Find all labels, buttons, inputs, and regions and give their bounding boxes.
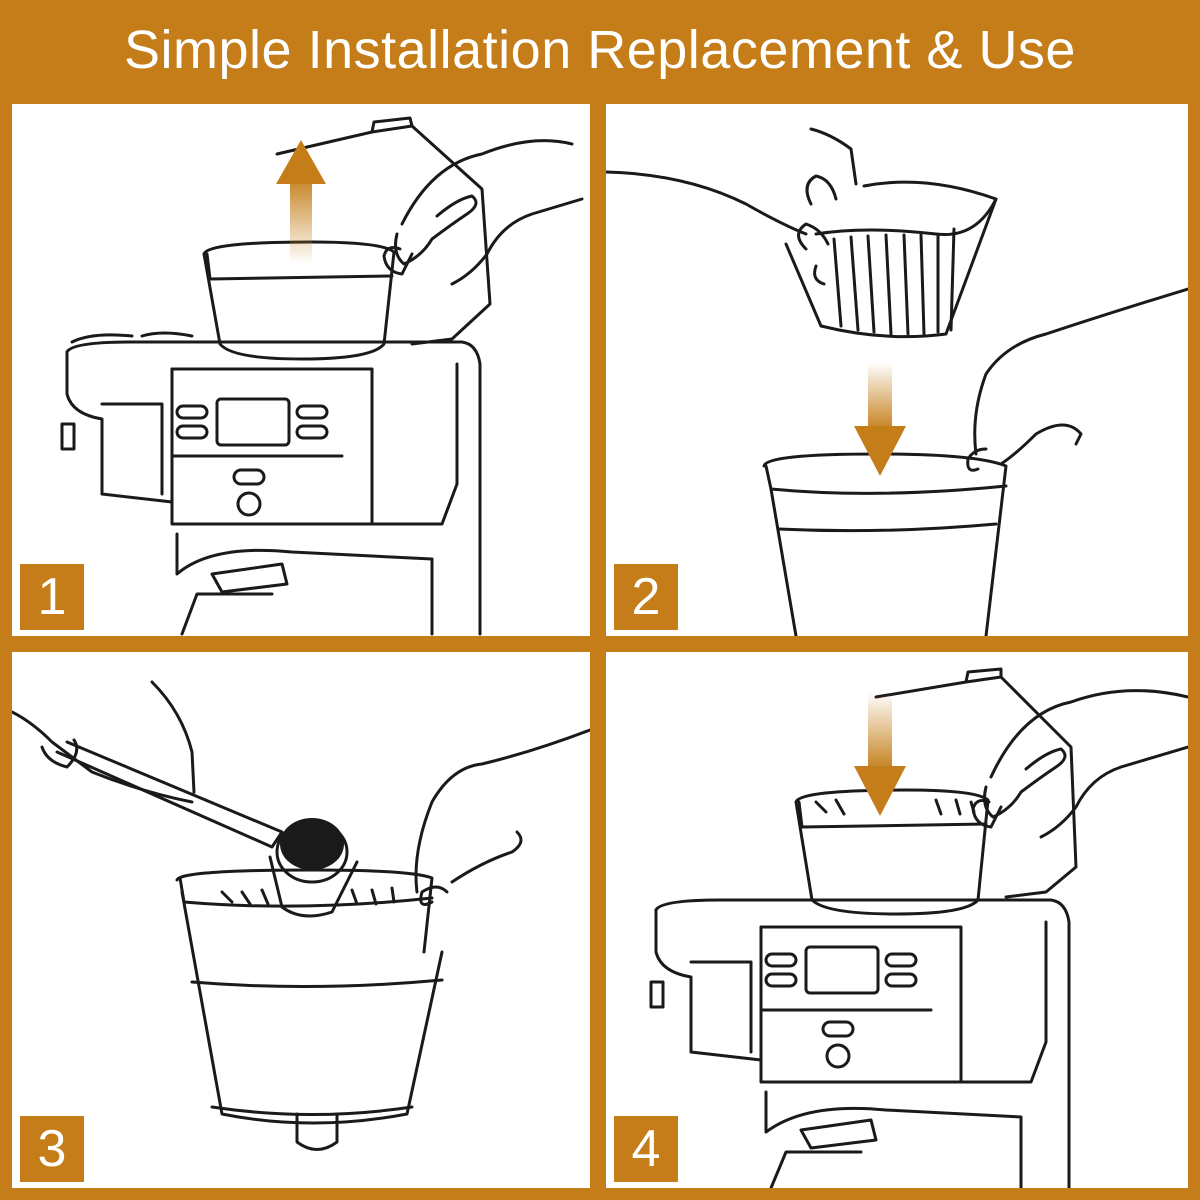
lift-up-arrow-icon — [276, 140, 326, 264]
coffee-maker-illustration — [60, 116, 584, 636]
step-panel-1: 1 — [12, 104, 590, 636]
step-panel-2: 2 — [606, 104, 1188, 636]
filter-insertion-illustration — [606, 127, 1188, 636]
coffee-maker-reinsert-illustration — [649, 667, 1188, 1188]
step-panel-3: 3 — [12, 652, 590, 1188]
step-number-badge: 3 — [20, 1116, 84, 1182]
insert-down-arrow-icon — [854, 362, 906, 476]
step-number-badge: 4 — [614, 1116, 678, 1182]
page-title: Simple Installation Replacement & Use — [124, 20, 1076, 80]
coffee-scoop-illustration — [12, 680, 590, 1151]
step-number-badge: 1 — [20, 564, 84, 630]
insert-down-arrow-icon — [854, 692, 906, 816]
step-panel-4: 4 — [606, 652, 1188, 1188]
step-number-badge: 2 — [614, 564, 678, 630]
